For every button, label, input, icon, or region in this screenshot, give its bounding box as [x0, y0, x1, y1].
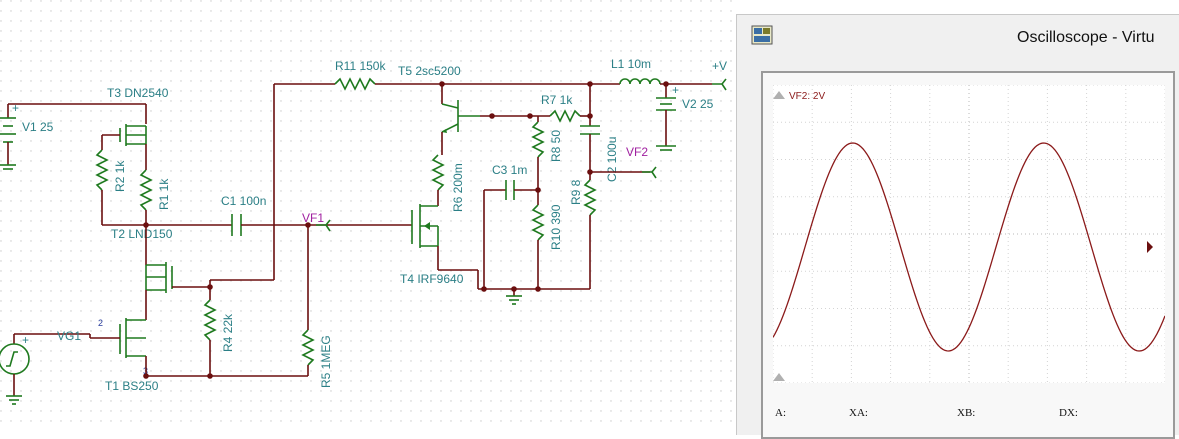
readout-xa: XA:: [849, 407, 868, 419]
ground-symbol: [506, 289, 522, 305]
r2-label: R2 1k: [113, 160, 127, 192]
t5-bjt[interactable]: T5 2sc5200: [398, 64, 480, 133]
bottom-marker-icon[interactable]: [773, 373, 785, 381]
v2-label: V2 25: [682, 97, 714, 111]
readout-a: A:: [775, 407, 786, 419]
channel-label: VF2: 2V: [789, 91, 825, 102]
window-title: Oscilloscope - Virtu: [1017, 29, 1155, 46]
r10-label: R10 390: [549, 204, 563, 250]
vplus-label: +V: [712, 59, 727, 73]
c3-label: C3 1m: [492, 163, 527, 177]
oscilloscope-window[interactable]: Oscilloscope - Virtu VF2: 2V A: XA: XB: …: [736, 14, 1179, 439]
readout-xb: XB:: [957, 407, 976, 419]
v1-label: V1 25: [22, 120, 54, 134]
t3-label: T3 DN2540: [107, 86, 169, 100]
t5-label: T5 2sc5200: [398, 64, 461, 78]
r4-label: R4 22k: [221, 313, 235, 352]
l1-inductor[interactable]: L1 10m: [611, 57, 661, 85]
screen-grid: [773, 85, 1165, 383]
c2-label: C2 100u: [605, 137, 619, 182]
r5-resistor[interactable]: R5 1MEG: [301, 329, 333, 388]
r4-resistor[interactable]: R4 22k: [203, 299, 235, 352]
t1-pin2: 2: [98, 318, 103, 328]
r8-resistor[interactable]: R8 50: [531, 121, 563, 162]
trigger-marker-icon[interactable]: [773, 91, 785, 99]
r8-label: R8 50: [549, 130, 563, 162]
oscilloscope-screen[interactable]: VF2: 2V: [773, 85, 1165, 383]
right-marker-icon[interactable]: [1147, 241, 1153, 253]
svg-text:+: +: [22, 333, 29, 347]
t1-label: T1 BS250: [105, 379, 159, 393]
vf1-label: VF1: [302, 211, 324, 225]
c1-label: C1 100n: [221, 194, 266, 208]
r9-label: R9 8: [569, 179, 583, 205]
r1-resistor[interactable]: R1 1k: [139, 169, 171, 211]
vf2-label: VF2: [626, 145, 648, 159]
readout-dx: DX:: [1059, 407, 1078, 419]
r11-resistor[interactable]: R11 150k: [334, 59, 386, 91]
r2-resistor[interactable]: R2 1k: [95, 149, 127, 192]
svg-text:+: +: [12, 101, 19, 115]
t3-mosfet[interactable]: T3 DN2540: [102, 86, 169, 146]
oscilloscope-panel: VF2: 2V A: XA: XB: DX:: [761, 71, 1175, 439]
cursor-readout: A: XA: XB: DX:: [775, 407, 1165, 437]
r1-label: R1 1k: [157, 178, 171, 210]
vg1-label: VG1: [57, 329, 81, 343]
vf2-trace: [773, 142, 1165, 352]
v1-battery[interactable]: + V1 25: [0, 101, 54, 170]
r6-resistor[interactable]: R6 200m: [431, 154, 465, 212]
r10-resistor[interactable]: R10 390: [531, 204, 563, 250]
r9-resistor[interactable]: R9 8: [569, 179, 597, 216]
oscilloscope-app-icon: [751, 25, 773, 45]
v2-battery[interactable]: + V2 25: [656, 83, 714, 151]
vf1-probe[interactable]: VF1: [302, 211, 331, 232]
vg1-generator[interactable]: VG1 +: [0, 329, 81, 405]
t2-mosfet[interactable]: T2 LND150: [111, 225, 210, 293]
grid-background: [0, 0, 736, 423]
t2-label: T2 LND150: [111, 227, 173, 241]
schematic-canvas[interactable]: + V1 25 T3 DN2540 R2 1k R1 1k C1 100n V: [0, 0, 1179, 423]
r7-resistor[interactable]: R7 1k: [541, 93, 581, 123]
vf2-probe[interactable]: VF2: [626, 145, 657, 179]
t4-label: T4 IRF9640: [400, 272, 464, 286]
r11-label: R11 150k: [335, 59, 386, 73]
r6-label: R6 200m: [451, 163, 465, 212]
r5-label: R5 1MEG: [319, 335, 333, 388]
r7-label: R7 1k: [541, 93, 573, 107]
svg-text:+: +: [672, 83, 679, 97]
t1-mosfet[interactable]: 2 3 T1 BS250: [90, 318, 159, 393]
l1-label: L1 10m: [611, 57, 651, 71]
vplus-terminal[interactable]: +V: [712, 59, 727, 91]
c3-capacitor[interactable]: C3 1m: [484, 163, 538, 200]
t4-mosfet[interactable]: T4 IRF9640: [400, 204, 464, 286]
